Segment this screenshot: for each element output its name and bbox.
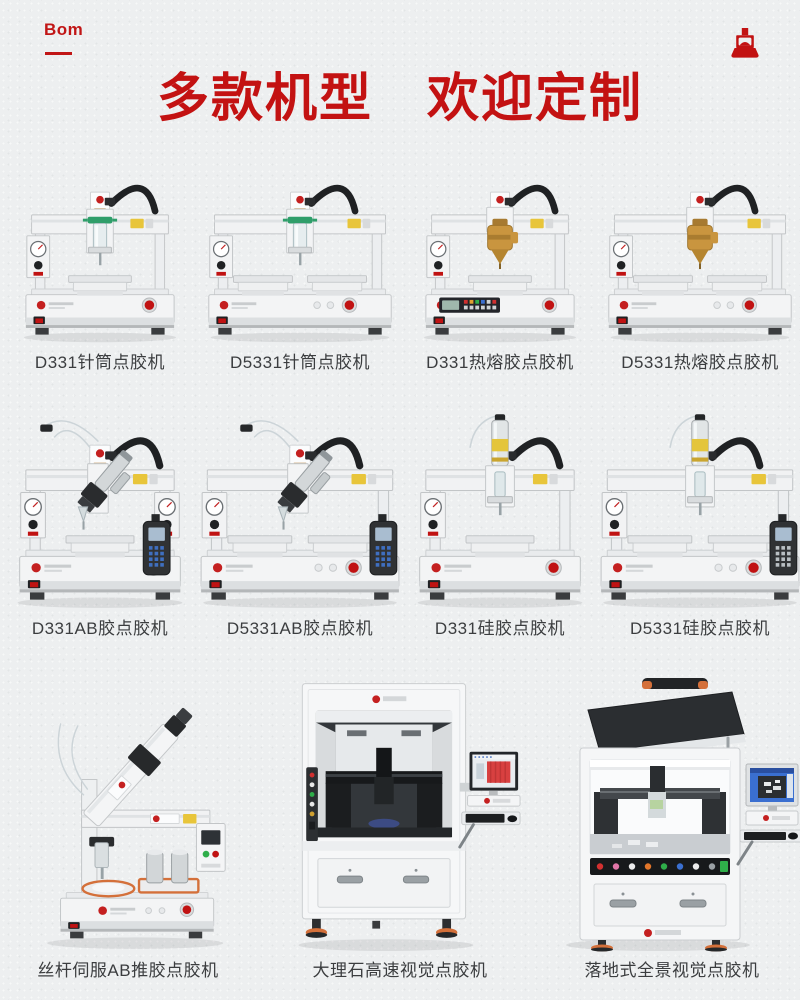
product-label: D5331硅胶点胶机	[629, 619, 771, 638]
product-image-marble-vision	[279, 646, 522, 952]
product-image-desktop-hotmelt	[405, 156, 595, 346]
product-card: D331硅胶点胶机	[400, 406, 600, 639]
product-card: D331AB胶点胶机	[0, 406, 200, 639]
product-card: D5331AB胶点胶机	[200, 406, 400, 639]
product-label: 大理石高速视觉点胶机	[312, 961, 488, 980]
product-row-2: D331AB胶点胶机 D5331AB胶点胶机 D331硅胶点胶机 D5331硅胶点胶机	[0, 406, 800, 639]
dispensing-machine-icon	[729, 24, 761, 64]
product-image-desktop-silicone-wide	[597, 406, 800, 612]
brand-underline	[45, 52, 72, 55]
product-card: D5331针筒点胶机	[200, 156, 400, 373]
product-card: 落地式全景视觉点胶机	[544, 646, 800, 981]
product-card: 大理石高速视觉点胶机	[256, 646, 544, 981]
product-image-desktop-ab-wide	[197, 406, 403, 612]
product-card: D5331硅胶点胶机	[600, 406, 800, 639]
product-row-1: D331针筒点胶机 D5331针筒点胶机 D331热熔胶点胶机 D5331热熔胶点胶机	[0, 156, 800, 373]
product-image-floor-vision	[542, 646, 800, 952]
page-title: 多款机型 欢迎定制	[156, 71, 643, 128]
product-label: 丝杆伺服AB推胶点胶机	[37, 961, 219, 980]
product-card: D331针筒点胶机	[0, 156, 200, 373]
product-label: D331针筒点胶机	[34, 353, 166, 372]
brand-logo-text: Bom	[44, 20, 84, 39]
product-label: D5331热熔胶点胶机	[621, 353, 779, 372]
product-image-desktop-syringe-wide	[205, 156, 395, 346]
product-label: D331AB胶点胶机	[31, 619, 169, 638]
product-row-3: 丝杆伺服AB推胶点胶机 大理石高速视觉点胶机 落地式全景视觉点胶机	[0, 646, 800, 981]
product-label: D331硅胶点胶机	[434, 619, 566, 638]
product-card: 丝杆伺服AB推胶点胶机	[0, 646, 256, 981]
product-image-desktop-ab	[0, 406, 203, 612]
product-label: D5331针筒点胶机	[229, 353, 371, 372]
product-image-desktop-hotmelt-wide	[605, 156, 795, 346]
product-image-desktop-silicone	[397, 406, 603, 612]
product-label: 落地式全景视觉点胶机	[584, 961, 760, 980]
product-image-servo-ab-arm	[28, 646, 229, 952]
product-label: D331热熔胶点胶机	[426, 353, 574, 372]
product-image-desktop-syringe	[5, 156, 195, 346]
product-label: D5331AB胶点胶机	[226, 619, 374, 638]
product-card: D5331热熔胶点胶机	[600, 156, 800, 373]
product-card: D331热熔胶点胶机	[400, 156, 600, 373]
